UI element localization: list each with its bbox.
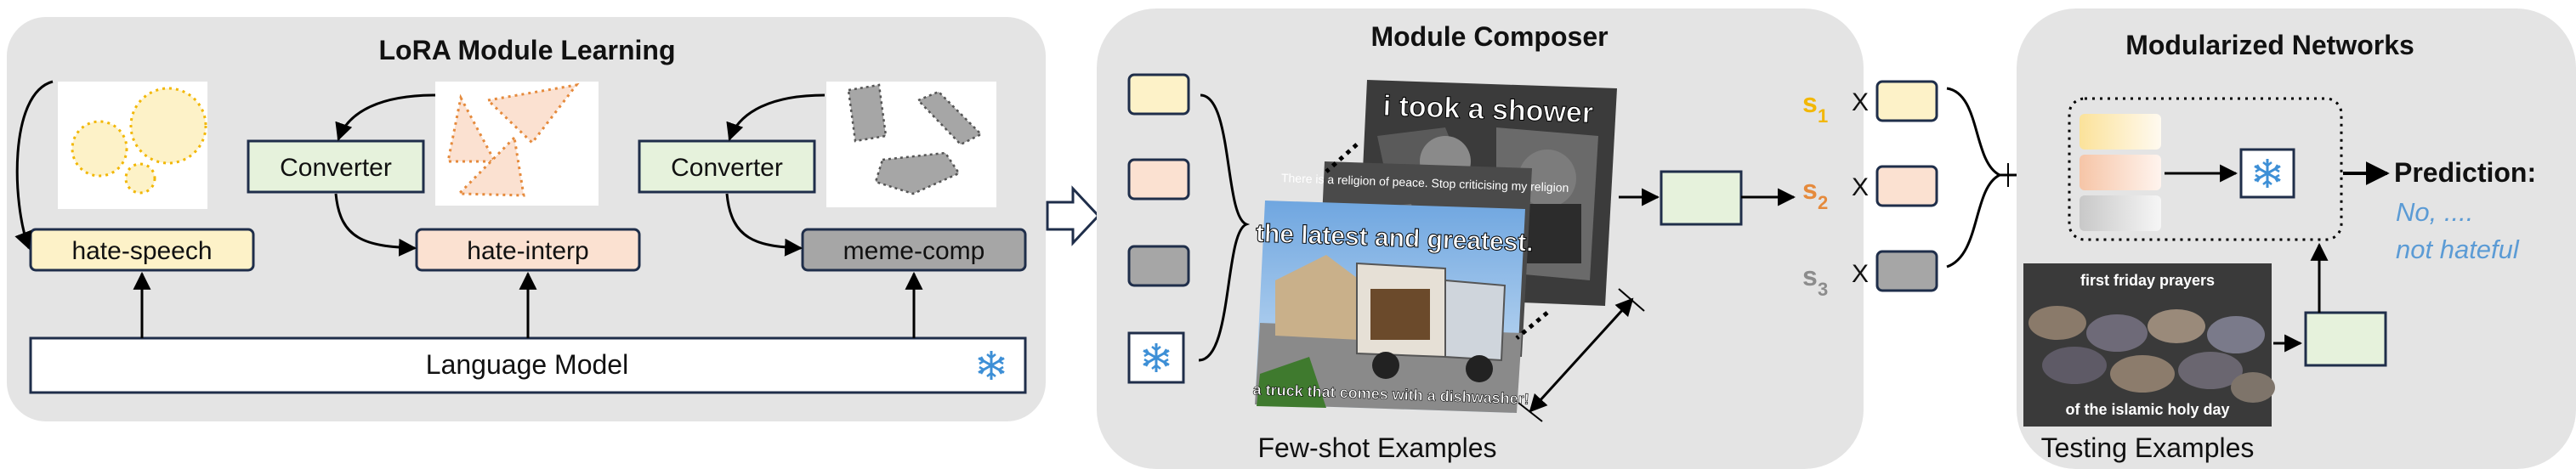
testing-meme-bottom-caption: of the islamic holy day	[2065, 401, 2229, 418]
testing-meme-top-caption: first friday prayers	[2080, 272, 2215, 289]
panel-transition-arrow	[1046, 185, 1101, 246]
composer-output-box	[1660, 170, 1743, 226]
arrow-gray-to-converter	[726, 93, 826, 141]
composer-module-gray	[1127, 245, 1190, 287]
prediction-line-2: not hateful	[2396, 234, 2520, 264]
composer-module-yellow	[1127, 73, 1190, 116]
weight-s3-subscript: 3	[1818, 279, 1828, 300]
peach-triangle-2	[485, 82, 580, 145]
arrow-circles-to-hate-speech	[14, 80, 54, 250]
weight-s1: s 1	[1802, 88, 1828, 127]
yellow-circle-small	[124, 162, 156, 195]
converter-box-1	[247, 139, 425, 194]
lora-panel	[7, 17, 1046, 421]
language-model-bar	[29, 336, 1027, 394]
meme-back-caption: i took a shower	[1382, 90, 1594, 130]
peach-triangle-3	[456, 134, 525, 197]
composer-module-peach	[1127, 158, 1190, 201]
weight-s2-symbol: s	[1802, 174, 1818, 205]
weight-s3: s 3	[1802, 261, 1828, 300]
converter-label-1: Converter	[280, 154, 392, 182]
test-encoder-box	[2304, 311, 2387, 367]
merged-layer-gray	[2080, 195, 2161, 231]
arrow-triangles-to-converter	[335, 93, 436, 141]
modularized-network-box	[2068, 97, 2343, 241]
gray-shape-2	[916, 90, 984, 146]
modular-panel-title: Modularized Networks	[2125, 30, 2414, 60]
weighted-brace	[1946, 87, 2003, 268]
depth-tick-top	[1618, 288, 1645, 312]
composer-brace	[1198, 93, 1251, 362]
depth-tick-bottom	[1518, 402, 1543, 422]
gray-shape-1	[847, 83, 888, 143]
lora-panel-title: LoRA Module Learning	[378, 35, 675, 65]
times-sign-3: X	[1852, 260, 1869, 288]
weighted-module-gray	[1875, 250, 1938, 292]
weight-s2-subscript: 2	[1818, 192, 1828, 213]
weight-s3-symbol: s	[1802, 261, 1818, 291]
arrow-converter-to-meme-comp	[725, 193, 803, 257]
stack-dots-top	[1325, 143, 1359, 173]
gray-shape-3	[874, 151, 961, 195]
composer-frozen-box	[1127, 331, 1185, 384]
weight-s1-symbol: s	[1802, 88, 1818, 118]
arrow-converter-to-hate-interp	[334, 193, 417, 257]
testing-examples-caption: Testing Examples	[2041, 432, 2255, 463]
prediction-label: Prediction:	[2394, 157, 2536, 188]
peach-triangle-1	[446, 93, 497, 163]
merged-layer-yellow	[2080, 114, 2161, 150]
merged-layer-peach	[2080, 155, 2161, 190]
few-shot-caption: Few-shot Examples	[1258, 432, 1497, 463]
prediction-line-1: No, ....	[2396, 197, 2473, 227]
meme-comp-label: meme-comp	[843, 237, 985, 265]
depth-double-arrow	[1529, 297, 1634, 413]
converter-box-2	[638, 139, 816, 194]
yellow-circle-large	[129, 87, 207, 165]
converter-label-2: Converter	[671, 154, 783, 182]
weight-s1-subscript: 1	[1818, 105, 1828, 127]
weight-s2: s 2	[1802, 174, 1828, 213]
times-sign-2: X	[1852, 173, 1869, 201]
composer-panel-title: Module Composer	[1370, 21, 1608, 52]
hate-speech-label: hate-speech	[71, 237, 212, 265]
meme-image-front	[1255, 201, 1525, 413]
hate-speech-module	[29, 228, 255, 272]
yellow-circle-medium	[71, 120, 128, 178]
language-model-label: Language Model	[426, 349, 628, 380]
times-sign-1: X	[1852, 88, 1869, 116]
testing-meme-image	[2023, 263, 2275, 427]
hate-interp-label: hate-interp	[467, 237, 588, 265]
weighted-module-yellow	[1875, 80, 1938, 122]
weighted-module-peach	[1875, 165, 1938, 207]
